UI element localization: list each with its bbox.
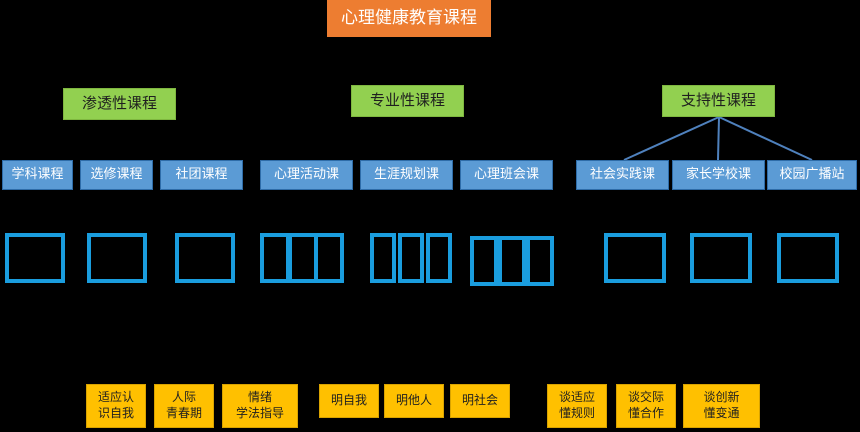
frame-7	[604, 233, 666, 283]
connector-support-to-social	[623, 116, 720, 161]
subcourse-campus-radio: 校园广播站	[767, 160, 857, 190]
category-infiltration: 渗透性课程	[63, 88, 176, 120]
category-support: 支持性课程	[662, 85, 775, 117]
frame-4c	[314, 233, 344, 283]
goal-interpersonal: 人际 青春期	[154, 384, 214, 428]
subcourse-career: 生涯规划课	[360, 160, 453, 190]
subcourse-class-meeting: 心理班会课	[460, 160, 553, 190]
subcourse-parent-school: 家长学校课	[672, 160, 765, 190]
goal-self-adapt: 适应认 识自我	[86, 384, 146, 428]
subcourse-club: 社团课程	[160, 160, 243, 190]
goal-know-others: 明他人	[384, 384, 444, 418]
frame-5b	[398, 233, 424, 283]
root-node: 心理健康教育课程	[327, 0, 491, 37]
frame-9	[777, 233, 839, 283]
goal-know-society: 明社会	[450, 384, 510, 418]
frame-5a	[370, 233, 396, 283]
frame-4a	[260, 233, 290, 283]
subcourse-elective: 选修课程	[80, 160, 153, 190]
frame-6c	[526, 236, 554, 286]
goal-innovation: 谈创新 懂变通	[683, 384, 760, 428]
frame-6a	[470, 236, 498, 286]
connector-support-to-radio	[718, 116, 813, 161]
frame-6b	[498, 236, 526, 286]
frame-5c	[426, 233, 452, 283]
goal-know-self: 明自我	[319, 384, 379, 418]
goal-emotion: 情绪 学法指导	[222, 384, 298, 428]
frame-3	[175, 233, 235, 283]
goal-cooperation: 谈交际 懂合作	[616, 384, 676, 428]
goal-rules: 谈适应 懂规则	[547, 384, 607, 428]
subcourse-social-practice: 社会实践课	[576, 160, 669, 190]
frame-2	[87, 233, 147, 283]
connector-support-to-parent	[717, 116, 720, 161]
subcourse-subject: 学科课程	[2, 160, 73, 190]
frame-1	[5, 233, 65, 283]
frame-8	[690, 233, 752, 283]
subcourse-psych-activity: 心理活动课	[260, 160, 353, 190]
category-professional: 专业性课程	[351, 85, 464, 117]
